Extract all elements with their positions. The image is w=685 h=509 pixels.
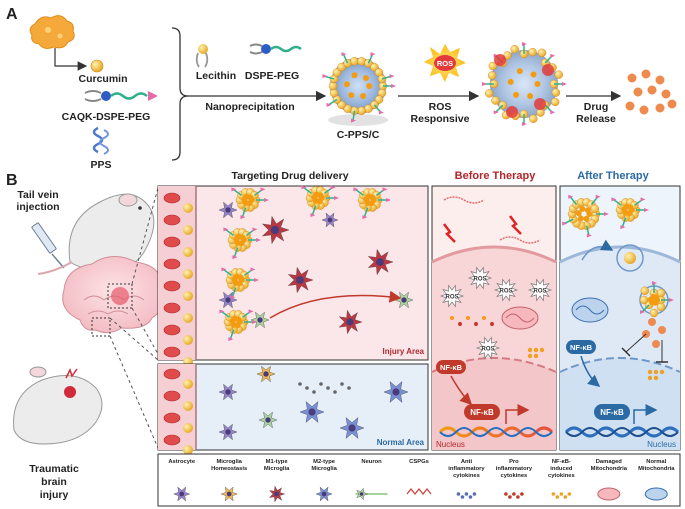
zoom-line-mid-2 — [109, 317, 159, 361]
targeting-title: Targeting Drug delivery — [231, 170, 348, 182]
nanoprecipitation-label: Nanoprecipitation — [205, 101, 294, 113]
cpps-label: C-PPS/C — [337, 129, 380, 141]
svg-text:ROS: ROS — [437, 59, 453, 68]
legend-label: inflammatory — [448, 466, 485, 472]
caqk-dspe-peg-icon — [84, 90, 158, 102]
brain-icon — [62, 256, 165, 337]
curcumin-label: Curcumin — [78, 73, 127, 85]
legend-label: M2-type — [313, 459, 336, 465]
curcumin-arrow — [54, 48, 88, 71]
svg-text:ROS: ROS — [445, 295, 458, 301]
legend-label: inflammatory — [496, 466, 533, 472]
nucleus-label-before: Nucleus — [436, 440, 465, 449]
before-therapy-panel: ROS ROS ROS ROS ROS NF-κB NF-κB Nucleus — [431, 185, 557, 451]
tail-vein-label-2: injection — [16, 201, 59, 213]
ros-responsive-label-2: Responsive — [411, 113, 470, 125]
legend-label: Neuron — [361, 459, 382, 465]
disrupted-nanoparticle-icon — [482, 42, 567, 126]
drug-release-label-1: Drug — [584, 101, 609, 113]
legend-label: Mitochondria — [638, 466, 675, 472]
mouse-injured-icon — [13, 366, 103, 445]
zoom-line-top — [131, 187, 159, 285]
svg-text:NF-κB: NF-κB — [570, 343, 593, 352]
panel-b-letter: B — [6, 172, 18, 189]
tail-vein-label-1: Tail vein — [17, 189, 58, 201]
legend-label: Pro — [509, 459, 519, 465]
pps-polymer-icon-2 — [99, 129, 109, 155]
after-therapy-title: After Therapy — [577, 170, 649, 182]
normal-area-panel: Normal Area — [157, 363, 429, 455]
dspe-peg-label: DSPE-PEG — [245, 70, 299, 82]
legend-label: induced — [550, 466, 573, 472]
syringe-icon — [31, 222, 65, 269]
legend-label: Astrocyte — [168, 459, 196, 465]
tbi-label-1: Traumatic — [29, 463, 79, 475]
legend-label: cytokines — [453, 473, 480, 479]
nucleus-label-after: Nucleus — [647, 440, 676, 449]
legend-label: Microglia — [264, 466, 290, 472]
legend-item: Neuron — [355, 459, 388, 501]
legend-label: CSPGs — [409, 459, 429, 465]
injury-area-panel: Injury Area — [157, 185, 429, 367]
curcumin-powder-icon — [29, 15, 75, 49]
lecithin-icon — [195, 44, 209, 68]
mouse-top-icon — [37, 193, 155, 275]
pps-label: PPS — [90, 159, 111, 171]
legend-item: CSPGs — [406, 459, 432, 495]
panel-a-letter: A — [6, 6, 18, 23]
lecithin-label: Lecithin — [196, 70, 236, 82]
caqk-label: CAQK-DSPE-PEG — [62, 111, 151, 123]
released-curcumin-icon — [625, 69, 677, 115]
svg-text:NF-κB: NF-κB — [440, 363, 463, 372]
before-therapy-title: Before Therapy — [455, 170, 537, 182]
drug-release-label-2: Release — [576, 113, 616, 125]
ros-badge-icon: ROS — [424, 44, 466, 82]
legend-label: NF-κB- — [552, 459, 571, 465]
legend-label: Anti — [461, 459, 473, 465]
legend-item: Astrocyte — [168, 459, 196, 502]
svg-text:NF-κB: NF-κB — [600, 408, 624, 417]
legend-label: cytokines — [548, 473, 575, 479]
cpps-nanoparticle-icon — [322, 52, 396, 126]
svg-text:ROS: ROS — [473, 277, 486, 283]
ros-responsive-label-1: ROS — [429, 101, 452, 113]
tbi-label-2: brain — [41, 476, 67, 488]
svg-text:ROS: ROS — [481, 347, 494, 353]
legend-label: Damaged — [596, 459, 623, 465]
legend-label: Microglia — [311, 466, 337, 472]
zoom-line-mid — [131, 307, 159, 355]
dspe-peg-icon — [249, 43, 302, 55]
input-brace — [171, 27, 189, 161]
injury-area-label: Injury Area — [383, 347, 425, 356]
after-therapy-panel: NF-κB NF-κB Nucleus — [559, 185, 681, 451]
tbi-label-3: injury — [40, 489, 69, 501]
legend-label: Homeostasis — [211, 466, 247, 472]
normal-area-label: Normal Area — [377, 438, 425, 447]
zoom-line-bottom — [109, 335, 159, 449]
legend-label: Mitochondria — [591, 466, 628, 472]
curcumin-molecule-icon — [90, 59, 104, 73]
legend-label: Microglia — [216, 459, 242, 465]
svg-text:ROS: ROS — [499, 289, 512, 295]
svg-text:ROS: ROS — [533, 289, 546, 295]
legend-label: M1-type — [266, 459, 289, 465]
legend-label: cytokines — [501, 473, 528, 479]
legend-label: Normal — [646, 459, 666, 465]
svg-text:NF-κB: NF-κB — [470, 408, 494, 417]
